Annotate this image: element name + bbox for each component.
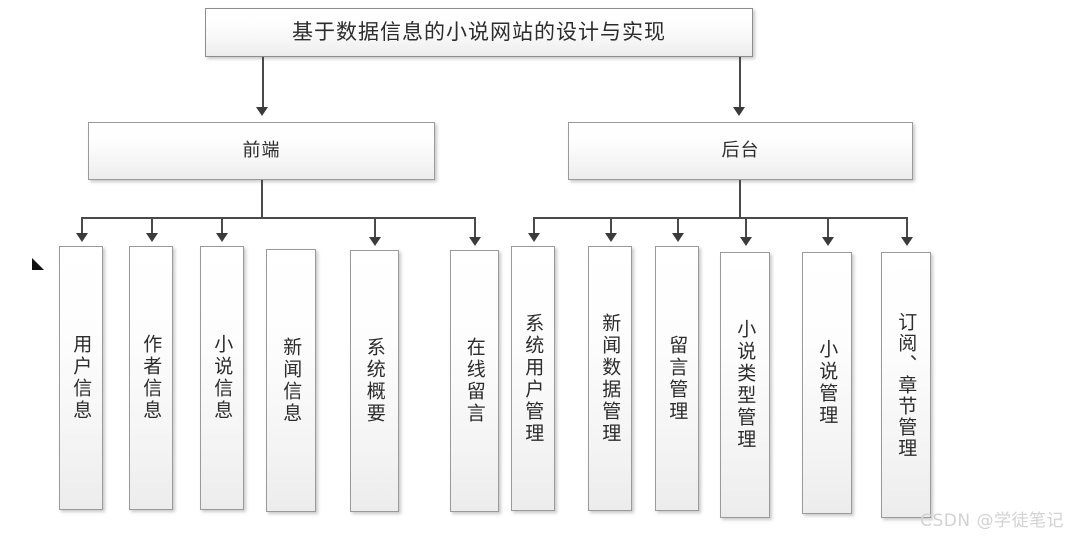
connector-backend-trunk [739, 180, 741, 218]
connector-backend-drop-6 [906, 217, 908, 239]
connector-backend-drop-3 [677, 217, 679, 235]
branch-node-frontend[interactable]: 前端 [88, 122, 435, 180]
arrow-root-to-backend-icon [733, 107, 745, 116]
connector-backend-drop-5 [827, 217, 829, 239]
connector-root-to-frontend [262, 79, 264, 107]
leaf-node-backend-5[interactable]: 小说管理 [802, 252, 852, 514]
arrow-backend-4-icon [740, 237, 752, 246]
leaf-node-frontend-6-label: 在线留言 [463, 337, 486, 425]
connector-root-to-backend [739, 79, 741, 107]
leaf-node-backend-2-label: 新闻数据管理 [599, 312, 622, 445]
corner-triangle-marker [32, 258, 44, 270]
root-node-label: 基于数据信息的小说网站的设计与实现 [292, 19, 666, 44]
arrow-frontend-6-icon [469, 237, 481, 246]
leaf-node-frontend-4[interactable]: 新闻信息 [266, 249, 316, 512]
leaf-node-backend-6[interactable]: 订阅、章节管理 [881, 252, 931, 518]
arrow-backend-5-icon [822, 237, 834, 246]
arrow-root-to-frontend-icon [256, 107, 268, 116]
arrow-backend-1-icon [528, 233, 540, 242]
leaf-node-backend-1-label: 系统用户管理 [522, 312, 545, 445]
connector-frontend-trunk [261, 180, 263, 218]
leaf-node-frontend-6[interactable]: 在线留言 [450, 250, 499, 512]
branch-node-backend-label: 后台 [721, 139, 760, 161]
leaf-node-backend-4-label: 小说类型管理 [734, 319, 757, 451]
connector-backend-drop-1 [533, 217, 535, 235]
connector-root-stem-left [262, 57, 264, 79]
connector-backend-busbar [533, 217, 907, 219]
leaf-node-backend-4[interactable]: 小说类型管理 [720, 252, 770, 518]
branch-node-backend[interactable]: 后台 [568, 122, 913, 180]
leaf-node-frontend-1-label: 用户信息 [70, 334, 93, 422]
arrow-frontend-5-icon [369, 237, 381, 246]
leaf-node-backend-6-label: 订阅、章节管理 [895, 311, 918, 459]
connector-frontend-drop-5 [374, 217, 376, 239]
leaf-node-backend-3[interactable]: 留言管理 [655, 246, 699, 511]
leaf-node-frontend-4-label: 新闻信息 [280, 336, 303, 425]
leaf-node-backend-3-label: 留言管理 [666, 334, 689, 423]
arrow-frontend-2-icon [146, 233, 158, 242]
connector-backend-drop-4 [745, 217, 747, 239]
leaf-node-frontend-5[interactable]: 系统概要 [350, 250, 399, 512]
connector-frontend-drop-1 [81, 217, 83, 235]
branch-node-frontend-label: 前端 [242, 139, 281, 161]
leaf-node-frontend-3-label: 小说信息 [211, 334, 234, 422]
connector-frontend-busbar [81, 217, 475, 219]
arrow-backend-6-icon [901, 237, 913, 246]
leaf-node-frontend-2[interactable]: 作者信息 [129, 246, 173, 510]
connector-frontend-drop-6 [474, 217, 476, 239]
csdn-watermark: CSDN @学徒笔记 [920, 511, 1064, 531]
root-node-title[interactable]: 基于数据信息的小说网站的设计与实现 [205, 8, 753, 57]
connector-root-stem-right [739, 57, 741, 79]
leaf-node-backend-2[interactable]: 新闻数据管理 [588, 246, 632, 511]
connector-frontend-drop-3 [221, 217, 223, 235]
leaf-node-frontend-5-label: 系统概要 [363, 337, 386, 425]
arrow-backend-3-icon [672, 233, 684, 242]
leaf-node-frontend-2-label: 作者信息 [140, 334, 163, 422]
leaf-node-frontend-1[interactable]: 用户信息 [59, 246, 103, 510]
arrow-frontend-1-icon [76, 233, 88, 242]
arrow-frontend-3-icon [216, 233, 228, 242]
connector-frontend-drop-2 [151, 217, 153, 235]
arrow-backend-2-icon [605, 233, 617, 242]
leaf-node-backend-1[interactable]: 系统用户管理 [511, 246, 555, 511]
connector-backend-drop-2 [610, 217, 612, 235]
leaf-node-frontend-3[interactable]: 小说信息 [200, 246, 244, 510]
leaf-node-backend-5-label: 小说管理 [816, 339, 839, 427]
